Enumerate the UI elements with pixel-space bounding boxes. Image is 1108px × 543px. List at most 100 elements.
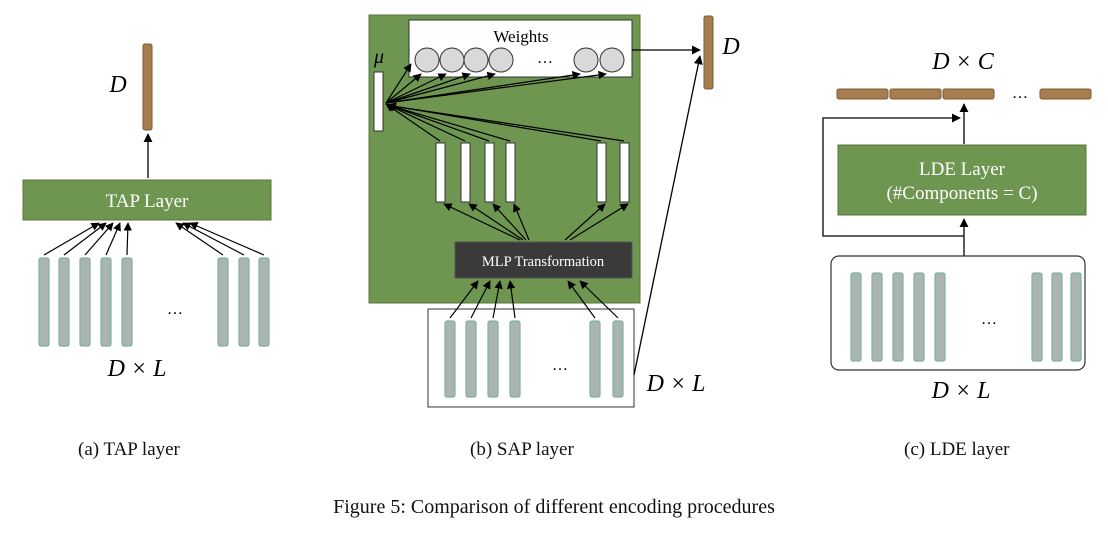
sap-mu-arrows	[385, 63, 625, 142]
lde-output-vector	[1039, 88, 1092, 100]
lde-caption: (c) LDE layer	[904, 439, 1010, 460]
lde-input-frame	[913, 272, 925, 362]
lde-input-frame	[850, 272, 862, 362]
lde-layer-label-line1: LDE Layer	[919, 159, 1006, 180]
mu-to-weight-arrow	[385, 72, 471, 104]
lde-input-frame	[892, 272, 904, 362]
tap-output-vector	[142, 43, 153, 131]
mlp-to-hidden-arrow	[468, 203, 524, 241]
tap-input-frame	[121, 257, 133, 347]
tap-input-frame	[238, 257, 250, 347]
tap-input-frame	[38, 257, 50, 347]
input-to-mlp-arrow	[579, 280, 619, 319]
lde-input-box	[830, 255, 1086, 371]
lde-diagram: D × C … LDE Layer (#Components = C) … D …	[822, 49, 1092, 404]
lde-output-vector	[889, 88, 942, 100]
sap-hidden-vector	[505, 142, 516, 203]
mu-to-weight-arrow	[385, 70, 607, 104]
sap-caption: (b) SAP layer	[470, 439, 574, 460]
input-to-mlp-arrow	[470, 280, 491, 319]
lde-output-vector	[942, 88, 995, 100]
sap-input-label: D × L	[646, 371, 706, 397]
hidden-to-mu-arrow	[387, 102, 625, 142]
sap-output-label: D	[721, 34, 739, 60]
tap-input-frame	[79, 257, 91, 347]
sap-mlp-box	[454, 241, 633, 279]
lde-layer-label-line2: (#Components = C)	[886, 183, 1037, 204]
sap-hidden-vector	[619, 142, 630, 203]
sap-mu-vector	[373, 71, 384, 132]
mlp-to-hidden-arrow	[492, 203, 527, 241]
tap-input-arrow	[182, 222, 245, 256]
sap-hidden-vector	[484, 142, 495, 203]
sap-weights-label: Weights	[493, 27, 548, 46]
sap-hidden-vector	[596, 142, 607, 203]
sap-input-frame	[509, 320, 521, 398]
input-to-mlp-arrow	[492, 280, 503, 319]
tap-input-arrow	[84, 222, 114, 256]
lde-input-frames	[850, 272, 1082, 362]
tap-input-arrow	[175, 222, 224, 256]
lde-skip-connection-arrow	[822, 113, 964, 237]
lde-input-frame	[1070, 272, 1082, 362]
input-to-mlp-arrow	[567, 280, 596, 319]
tap-input-arrow	[189, 222, 265, 256]
hidden-to-mu-arrow	[386, 103, 511, 142]
weight-circle	[439, 47, 465, 73]
hidden-to-mu-arrow	[386, 103, 490, 142]
tap-caption: (a) TAP layer	[78, 439, 180, 460]
mlp-to-hidden-arrow	[569, 203, 629, 241]
sap-input-frame	[589, 320, 601, 398]
lde-output-ellipsis: …	[1012, 85, 1028, 102]
lde-input-label: D × L	[931, 378, 991, 404]
tap-input-arrows	[43, 222, 265, 256]
lde-layer-box	[837, 144, 1087, 216]
lde-input-frame	[934, 272, 946, 362]
sap-mlp-label: MLP Transformation	[482, 254, 605, 270]
weight-circle	[599, 47, 625, 73]
sap-hidden-vector	[435, 142, 446, 203]
mlp-to-hidden-arrow	[513, 203, 530, 241]
lde-output-vector	[836, 88, 889, 100]
input-to-mlp-arrow	[506, 280, 516, 319]
sap-mu-label: μ	[373, 46, 384, 68]
weight-circle	[488, 47, 514, 73]
lde-input-ellipsis: …	[981, 311, 997, 328]
tap-layer-label: TAP Layer	[106, 191, 189, 212]
lde-output-label: D × C	[931, 49, 995, 75]
figure-caption: Figure 5: Comparison of different encodi…	[333, 496, 775, 518]
weight-circle	[463, 47, 489, 73]
input-to-mlp-arrow	[449, 280, 479, 319]
lde-output-vectors	[836, 88, 1092, 100]
weight-circle	[414, 47, 440, 73]
tap-input-frames	[38, 257, 270, 347]
tap-input-frame	[100, 257, 112, 347]
mu-to-weight-arrow	[385, 73, 422, 104]
sap-weights-ellipsis: …	[537, 50, 553, 67]
hidden-to-mu-arrow	[385, 103, 466, 142]
tap-input-label: D × L	[107, 356, 167, 382]
sap-input-arrows	[449, 280, 619, 319]
sap-hidden-vectors	[435, 142, 630, 203]
mu-to-weight-arrow	[385, 63, 412, 104]
tap-output-label: D	[108, 72, 126, 98]
weight-circle	[573, 47, 599, 73]
sap-input-ellipsis: …	[552, 357, 568, 374]
tap-diagram: D TAP Layer … D × L	[22, 43, 272, 382]
mlp-to-hidden-arrow	[443, 203, 521, 241]
tap-input-frame	[217, 257, 229, 347]
tap-input-ellipsis: …	[167, 301, 183, 318]
mlp-to-hidden-arrow	[564, 203, 606, 241]
sap-input-frame	[487, 320, 499, 398]
sap-input-frame	[444, 320, 456, 398]
sap-output-vector	[703, 15, 714, 90]
sap-input-box	[427, 308, 635, 408]
lde-input-frame	[871, 272, 883, 362]
tap-input-frame	[58, 257, 70, 347]
tap-input-arrow	[105, 222, 121, 256]
sap-input-to-output-arrow	[633, 55, 703, 376]
tap-input-arrow	[123, 222, 132, 256]
tap-input-frame	[258, 257, 270, 347]
sap-mlp-arrows	[443, 203, 629, 241]
